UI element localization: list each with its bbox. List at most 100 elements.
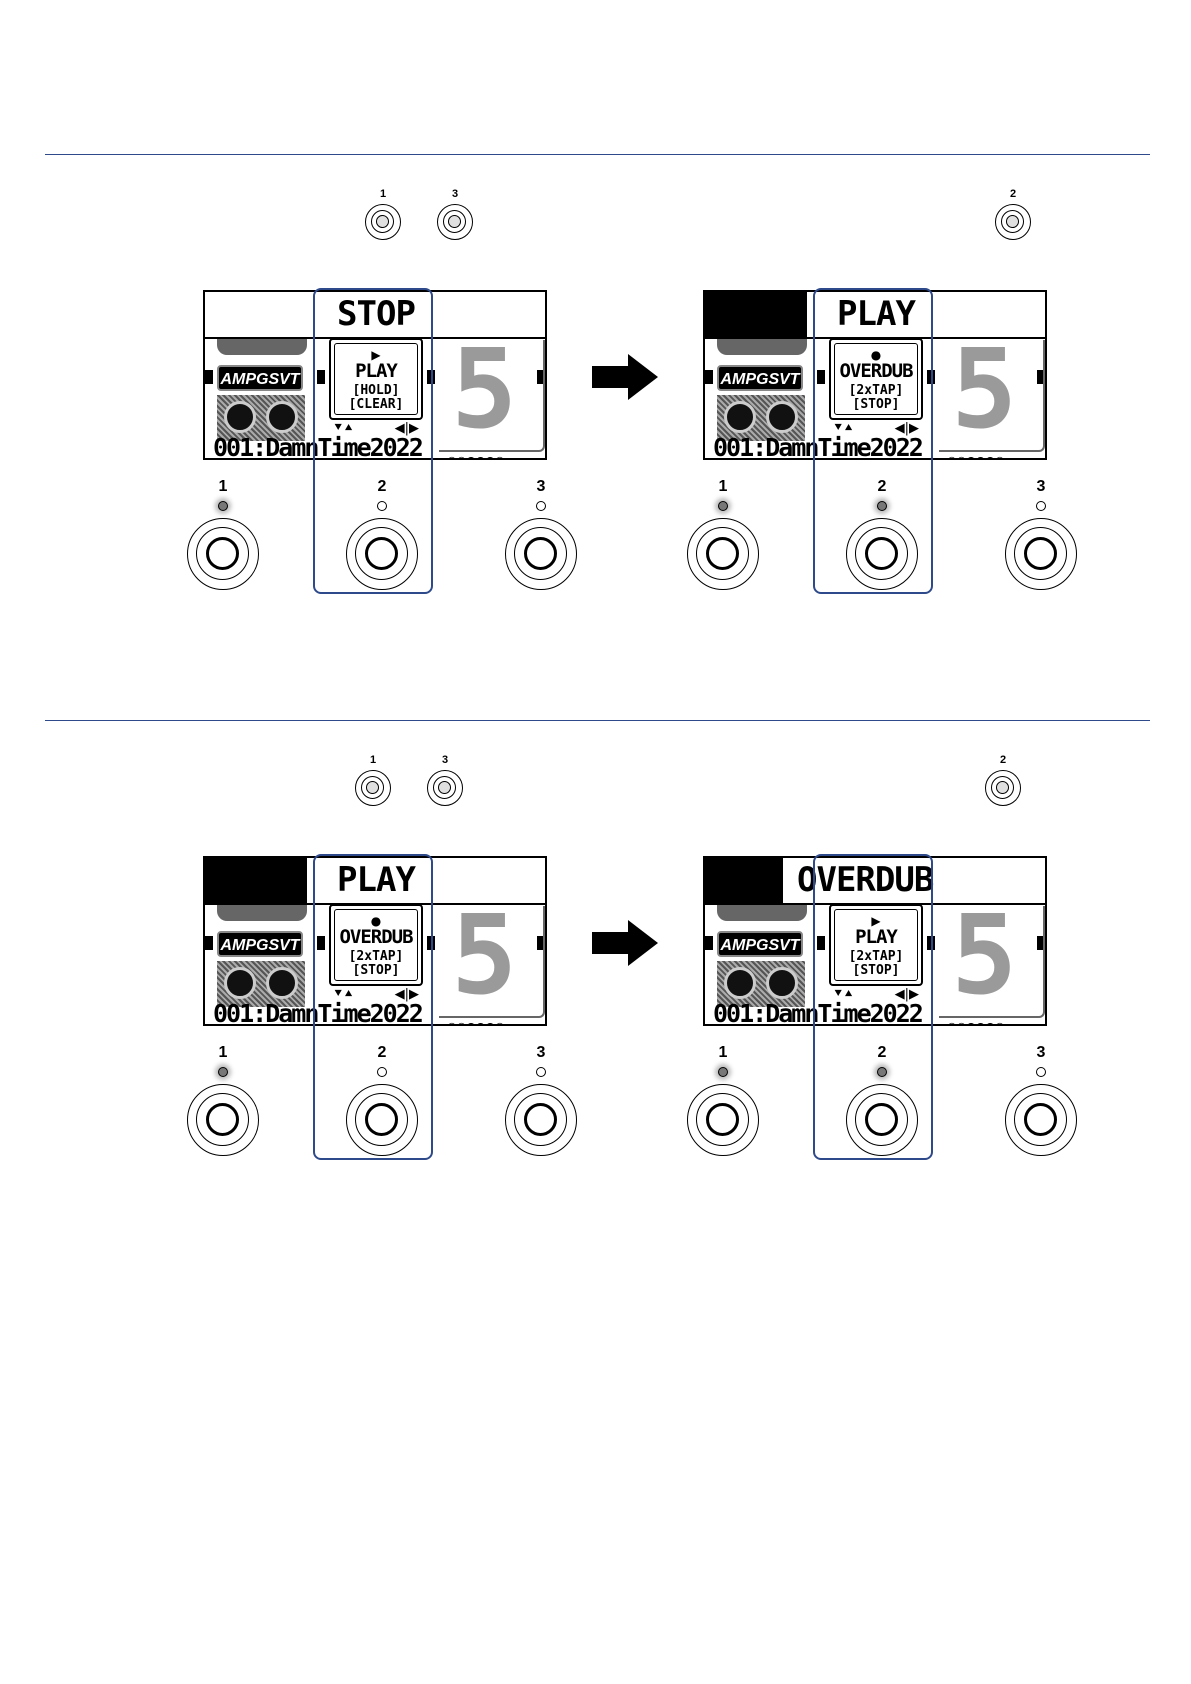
amp-image: AMPGSVT xyxy=(715,905,809,1007)
page-indicator: ○○●●●○ xyxy=(947,454,1005,458)
effect-controls: ⯆⯅ ◀|▶ xyxy=(829,988,923,1002)
title-bar: OVERDUB xyxy=(705,858,1045,905)
amp-grill xyxy=(717,961,805,1007)
highlight-frame xyxy=(813,854,933,1160)
page-indicator: ○○●●●○ xyxy=(447,454,505,458)
effect-mode-label: OVERDUB xyxy=(839,360,913,382)
move-updown-icon: ⯆⯅ xyxy=(833,421,854,436)
bank-display: 5 ○○●●●○ xyxy=(939,900,1045,1024)
move-updown-icon: ⯆⯅ xyxy=(333,987,354,1002)
amp-knobs-icon xyxy=(717,339,807,355)
amp-badge: AMPGSVT xyxy=(217,931,303,957)
footswitch-icon xyxy=(846,518,918,590)
speaker-icon xyxy=(766,401,798,433)
looper-effect-box: ▶ PLAY [2xTAP] [STOP] xyxy=(829,904,923,986)
knob-icon xyxy=(437,204,473,240)
device-panel-after: OVERDUB AMPGSVT ▶ PLAY [2xTAP] [STOP] ⯆⯅… xyxy=(687,854,1093,1166)
effect-mode-label: PLAY xyxy=(855,926,898,948)
move-updown-icon: ⯆⯅ xyxy=(333,421,354,436)
amp-image: AMPGSVT xyxy=(215,339,309,441)
highlight-frame xyxy=(313,854,433,1160)
led-icon xyxy=(1036,501,1046,511)
side-marker-icon xyxy=(317,936,325,950)
footswitch-3[interactable]: 3 xyxy=(1004,1044,1078,1166)
footswitch-2[interactable]: 2 xyxy=(345,478,419,600)
led-icon xyxy=(536,501,546,511)
looper-effect-box: ● OVERDUB [2xTAP] [STOP] xyxy=(829,338,923,420)
footswitch-2[interactable]: 2 xyxy=(345,1044,419,1166)
amp-grill xyxy=(217,961,305,1007)
led-icon xyxy=(377,501,387,511)
display-screen: STOP AMPGSVT ▶ PLAY [HOLD] [CLEAR] ⯆⯅ ◀|… xyxy=(203,290,547,460)
speaker-icon xyxy=(224,401,256,433)
knob-1[interactable]: 1 xyxy=(363,188,403,246)
patch-name: 001:DamnTime2022 xyxy=(213,999,424,1026)
footswitch-icon xyxy=(687,1084,759,1156)
footswitch-icon xyxy=(687,518,759,590)
footswitch-icon xyxy=(1005,518,1077,590)
knob-3[interactable]: 3 xyxy=(425,754,465,812)
move-leftright-icon: ◀|▶ xyxy=(394,987,419,1002)
side-marker-icon xyxy=(705,936,713,950)
speaker-icon xyxy=(266,401,298,433)
footswitch-label: 2 xyxy=(377,478,387,495)
knob-label: 2 xyxy=(999,754,1007,766)
effect-controls: ⯆⯅ ◀|▶ xyxy=(329,988,423,1002)
knob-label: 3 xyxy=(441,754,449,766)
display-title: PLAY xyxy=(337,860,416,900)
amp-knobs-icon xyxy=(217,905,307,921)
knob-1[interactable]: 1 xyxy=(353,754,393,812)
speaker-icon xyxy=(266,967,298,999)
footswitch-label: 1 xyxy=(218,1044,228,1061)
looper-effect-box: ● OVERDUB [2xTAP] [STOP] xyxy=(329,904,423,986)
knob-2[interactable]: 2 xyxy=(983,754,1023,812)
footswitch-1[interactable]: 1 xyxy=(686,1044,760,1166)
footswitch-label: 3 xyxy=(1036,478,1046,495)
knob-icon xyxy=(365,204,401,240)
led-icon xyxy=(536,1067,546,1077)
amp-knobs-icon xyxy=(717,905,807,921)
speaker-icon xyxy=(224,967,256,999)
footswitch-3[interactable]: 3 xyxy=(504,478,578,600)
footswitch-1[interactable]: 1 xyxy=(686,478,760,600)
amp-knobs-icon xyxy=(217,339,307,355)
bank-display: 5 ○○●●●○ xyxy=(439,334,545,458)
footswitch-3[interactable]: 3 xyxy=(1004,478,1078,600)
play-symbol-icon: ▶ xyxy=(371,348,381,362)
footswitch-1[interactable]: 1 xyxy=(186,1044,260,1166)
footswitch-label: 3 xyxy=(536,478,546,495)
effect-hint-label: [2xTAP] [STOP] xyxy=(348,949,404,978)
led-icon xyxy=(877,1067,887,1077)
display-title: PLAY xyxy=(837,294,916,334)
footswitch-icon xyxy=(187,518,259,590)
looper-effect-box: ▶ PLAY [HOLD] [CLEAR] xyxy=(329,338,423,420)
side-marker-icon xyxy=(817,370,825,384)
effect-mode-label: PLAY xyxy=(355,360,398,382)
title-block xyxy=(705,292,807,337)
footswitch-1[interactable]: 1 xyxy=(186,478,260,600)
move-leftright-icon: ◀|▶ xyxy=(394,421,419,436)
patch-name: 001:DamnTime2022 xyxy=(713,999,924,1026)
footswitch-label: 1 xyxy=(718,478,728,495)
amp-image: AMPGSVT xyxy=(715,339,809,441)
effect-mode-label: OVERDUB xyxy=(339,926,413,948)
footswitch-2[interactable]: 2 xyxy=(845,478,919,600)
move-updown-icon: ⯆⯅ xyxy=(833,987,854,1002)
display-title: OVERDUB xyxy=(797,860,934,900)
knob-icon xyxy=(355,770,391,806)
footswitch-3[interactable]: 3 xyxy=(504,1044,578,1166)
knob-2[interactable]: 2 xyxy=(993,188,1033,246)
knob-3[interactable]: 3 xyxy=(435,188,475,246)
record-symbol-icon: ● xyxy=(370,914,382,928)
display-title: STOP xyxy=(337,294,416,334)
display-screen: PLAY AMPGSVT ● OVERDUB [2xTAP] [STOP] ⯆⯅… xyxy=(703,290,1047,460)
patch-name: 001:DamnTime2022 xyxy=(213,433,424,460)
footswitch-2[interactable]: 2 xyxy=(845,1044,919,1166)
side-marker-icon xyxy=(1037,936,1045,950)
footswitch-label: 2 xyxy=(877,478,887,495)
side-marker-icon xyxy=(205,370,213,384)
section-2-divider xyxy=(45,720,1150,721)
footswitch-label: 3 xyxy=(536,1044,546,1061)
device-panel-after: PLAY AMPGSVT ● OVERDUB [2xTAP] [STOP] ⯆⯅… xyxy=(687,288,1093,600)
footswitch-label: 1 xyxy=(218,478,228,495)
